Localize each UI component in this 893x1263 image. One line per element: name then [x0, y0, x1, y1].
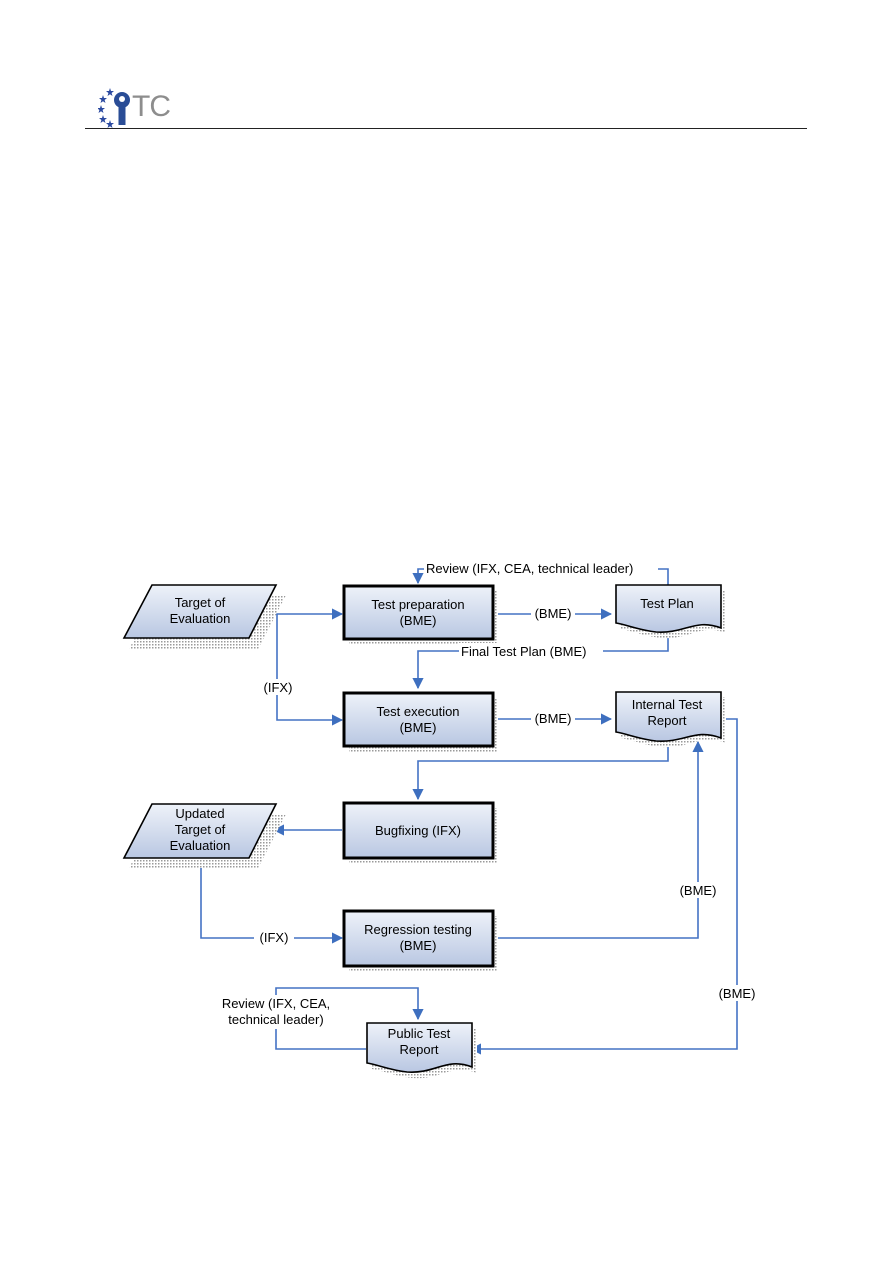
- updated-line-3: Evaluation: [170, 838, 231, 853]
- plan-line-1: Test Plan: [640, 596, 693, 611]
- connector-labels: Review (IFX, CEA, technical leader) (BME…: [212, 560, 760, 1029]
- arrow-review-public: [275, 987, 424, 1050]
- itc-logo: TC: [98, 86, 198, 130]
- label-final-test-plan: Final Test Plan (BME): [461, 644, 586, 659]
- header-rule: [85, 128, 807, 129]
- public-line-2: Report: [399, 1042, 438, 1057]
- updated-line-2: Target of: [175, 822, 226, 837]
- bugfix-line-1: Bugfixing (IFX): [375, 823, 461, 838]
- internal-line-1: Internal Test: [632, 697, 703, 712]
- label-ifx-regression: (IFX): [260, 930, 289, 945]
- label-review-top: Review (IFX, CEA, technical leader): [426, 561, 633, 576]
- regression-line-2: (BME): [400, 938, 437, 953]
- label-bme-public: (BME): [719, 986, 756, 1001]
- exec-line-1: Test execution: [376, 704, 459, 719]
- label-ifx-left: (IFX): [264, 680, 293, 695]
- node-test-preparation: [342, 584, 495, 641]
- label-review-bottom-2: technical leader): [228, 1012, 323, 1027]
- arrow-toe-to-exec: [276, 614, 344, 726]
- label-bme-regression: (BME): [680, 883, 717, 898]
- logo-text: TC: [132, 90, 171, 123]
- toe-line-2: Evaluation: [170, 611, 231, 626]
- regression-line-1: Regression testing: [364, 922, 472, 937]
- stars-keyhole-icon: [98, 88, 130, 128]
- exec-line-2: (BME): [400, 720, 437, 735]
- node-regression-testing: [342, 909, 495, 968]
- shapes: [122, 584, 722, 1073]
- label-bme-prep-plan: (BME): [535, 606, 572, 621]
- node-test-plan: [615, 584, 722, 633]
- public-line-1: Public Test: [388, 1026, 451, 1041]
- label-bme-exec-report: (BME): [535, 711, 572, 726]
- arrow-report-to-bugfix: [412, 741, 669, 801]
- node-bugfixing: [342, 801, 495, 860]
- node-internal-test-report: [615, 691, 722, 742]
- node-target-of-evaluation: [122, 584, 278, 639]
- arrow-report-to-public: [469, 718, 738, 1055]
- node-public-test-report: [366, 1022, 473, 1073]
- arrow-regression-to-report: [493, 740, 704, 939]
- prep-line-2: (BME): [400, 613, 437, 628]
- internal-line-2: Report: [647, 713, 686, 728]
- prep-line-1: Test preparation: [371, 597, 464, 612]
- node-labels: Target of Evaluation Test preparation (B…: [170, 595, 703, 1057]
- node-test-execution: [342, 691, 495, 748]
- label-review-bottom-1: Review (IFX, CEA,: [222, 996, 330, 1011]
- node-updated-target-of-evaluation: [122, 803, 278, 859]
- toe-line-1: Target of: [175, 595, 226, 610]
- updated-line-1: Updated: [175, 806, 224, 821]
- arrow-updated-to-regression: [200, 858, 344, 944]
